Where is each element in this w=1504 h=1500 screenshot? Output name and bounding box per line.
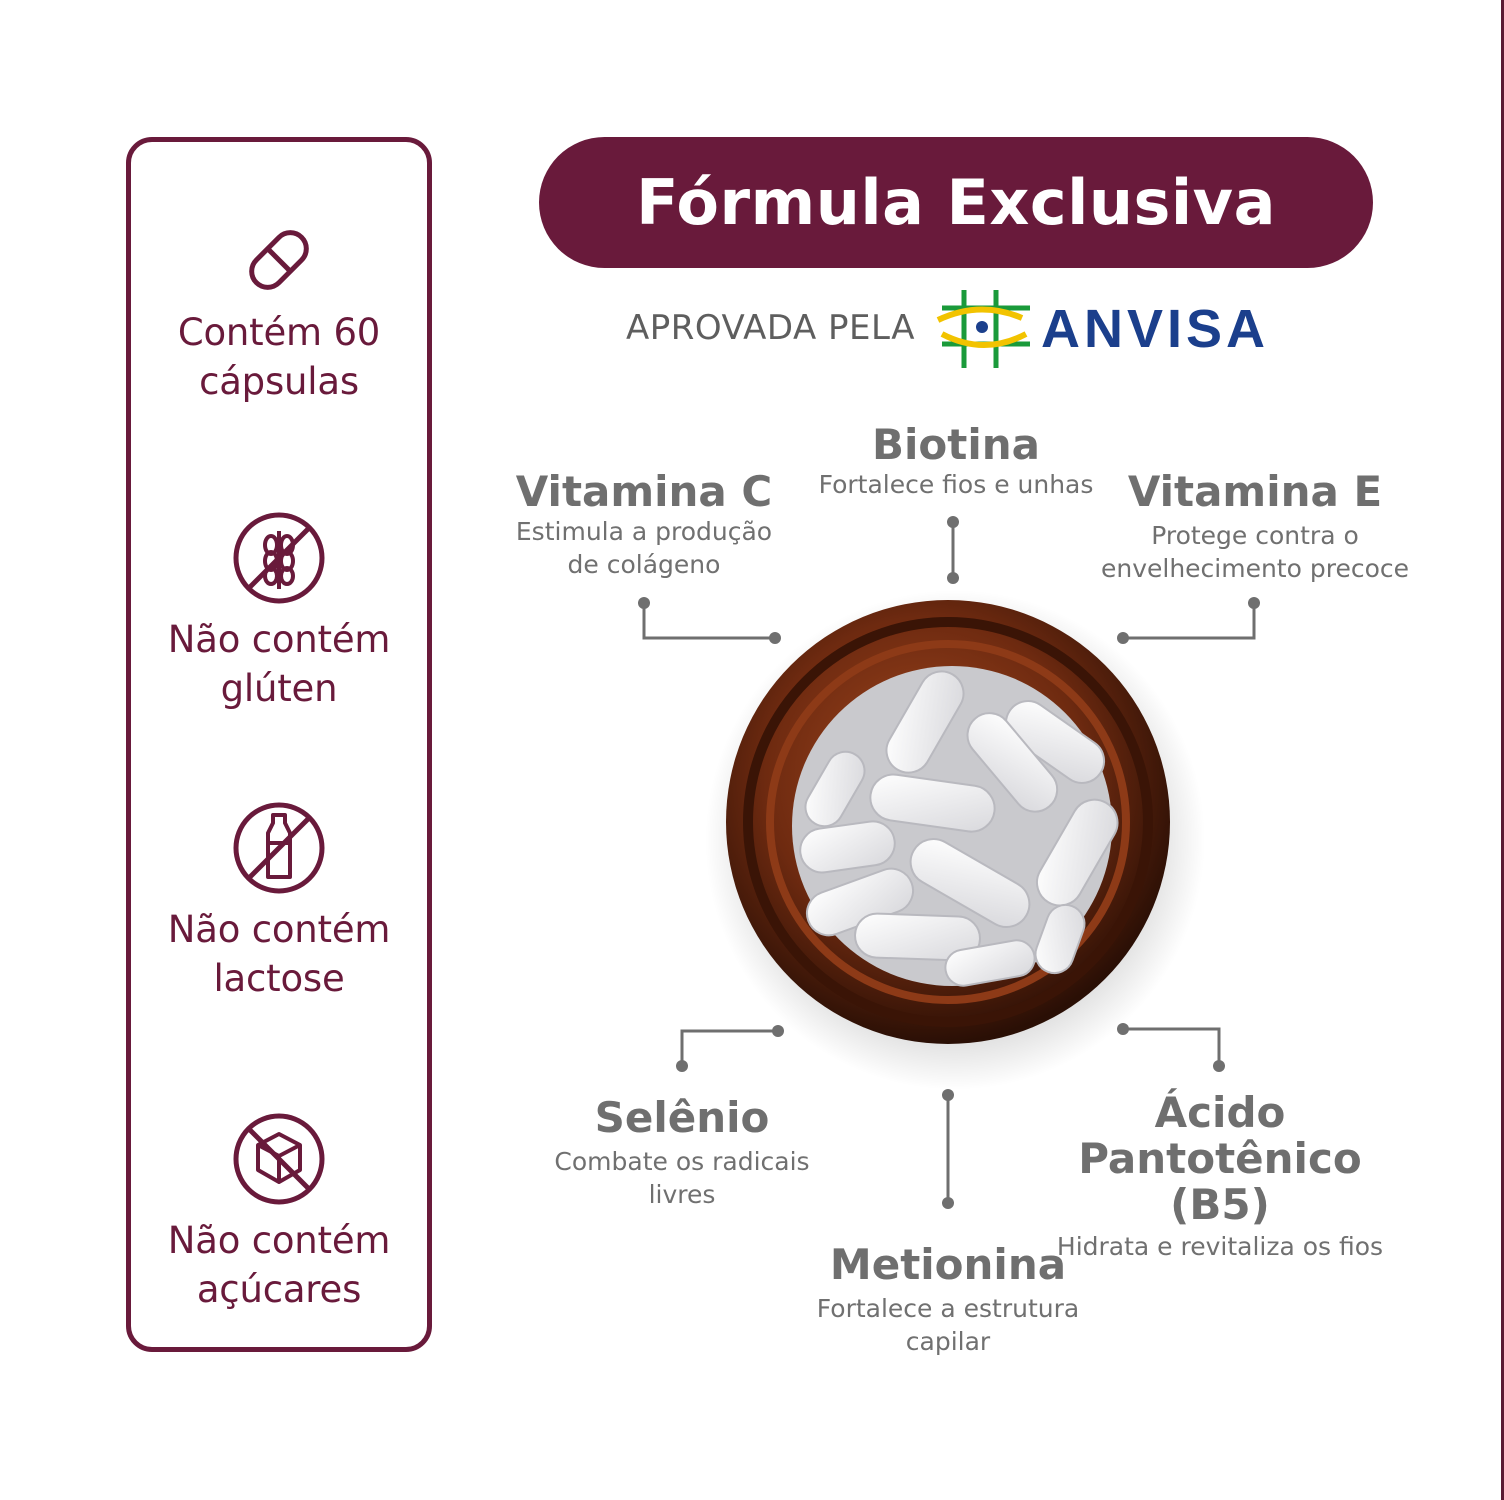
feature-no-sugar: Não contém açúcares (131, 1110, 427, 1314)
nutrient-name: Vitamina C (515, 467, 773, 516)
formula-title-banner: Fórmula Exclusiva (539, 137, 1373, 268)
feature-label: Não contém lactose (167, 908, 391, 1000)
anvisa-logo-icon (936, 290, 1030, 368)
nutrient-biotina: Biotina Fortalece fios e unhas (796, 422, 1116, 501)
feature-label: Não contém açúcares (167, 1219, 391, 1311)
nutrient-desc: capilar (905, 1327, 991, 1356)
nutrient-desc: Protege contra o (1151, 521, 1359, 550)
nutrient-vitamina-e: Vitamina E Protege contra o envelhecimen… (1080, 469, 1430, 585)
nutrient-name: Vitamina E (1127, 467, 1383, 516)
feature-label: Não contém glúten (167, 618, 391, 710)
nutrient-desc: de colágeno (567, 550, 721, 579)
nutrient-acido-pantotenico: Ácido Pantotênico (B5) Hidrata e revital… (1040, 1090, 1400, 1263)
nutrient-name: Selênio (594, 1093, 770, 1142)
nutrient-desc: Fortalece fios e unhas (818, 470, 1094, 499)
page-edge-stripe (1501, 0, 1504, 1500)
nutrient-selenio: Selênio Combate os radicais livres (532, 1095, 832, 1211)
features-panel: Contém 60 cápsulas Não contém glúten (126, 137, 432, 1352)
nutrient-desc: Hidrata e revitaliza os fios (1056, 1232, 1384, 1261)
nutrient-vitamina-c: Vitamina C Estimula a produção de coláge… (494, 469, 794, 581)
nutrient-desc: Fortalece a estrutura (816, 1294, 1080, 1323)
capsule-icon (249, 230, 309, 290)
feature-capsules: Contém 60 cápsulas (131, 220, 427, 406)
feature-no-gluten: Não contém glúten (131, 509, 427, 713)
nutrient-name: Metionina (829, 1240, 1067, 1289)
nutrient-desc: envelhecimento precoce (1100, 554, 1410, 583)
feature-label: Contém 60 cápsulas (177, 311, 381, 403)
nutrient-desc: livres (648, 1180, 716, 1209)
nutrient-desc: Combate os radicais (554, 1147, 810, 1176)
nutrient-metionina: Metionina Fortalece a estrutura capilar (798, 1242, 1098, 1358)
approval-prefix: APROVADA PELA (626, 308, 916, 348)
nutrient-name: Pantotênico (B5) (1078, 1134, 1362, 1229)
nutrient-name: Ácido (1154, 1088, 1286, 1137)
nutrient-name: Biotina (872, 420, 1040, 469)
no-lactose-icon (233, 802, 325, 894)
no-sugar-icon (233, 1113, 325, 1205)
no-gluten-icon (233, 512, 325, 604)
feature-no-lactose: Não contém lactose (131, 799, 427, 1003)
nutrient-desc: Estimula a produção (515, 517, 773, 546)
page-title: Fórmula Exclusiva (636, 166, 1276, 239)
anvisa-wordmark: ANVISA (1041, 299, 1270, 359)
